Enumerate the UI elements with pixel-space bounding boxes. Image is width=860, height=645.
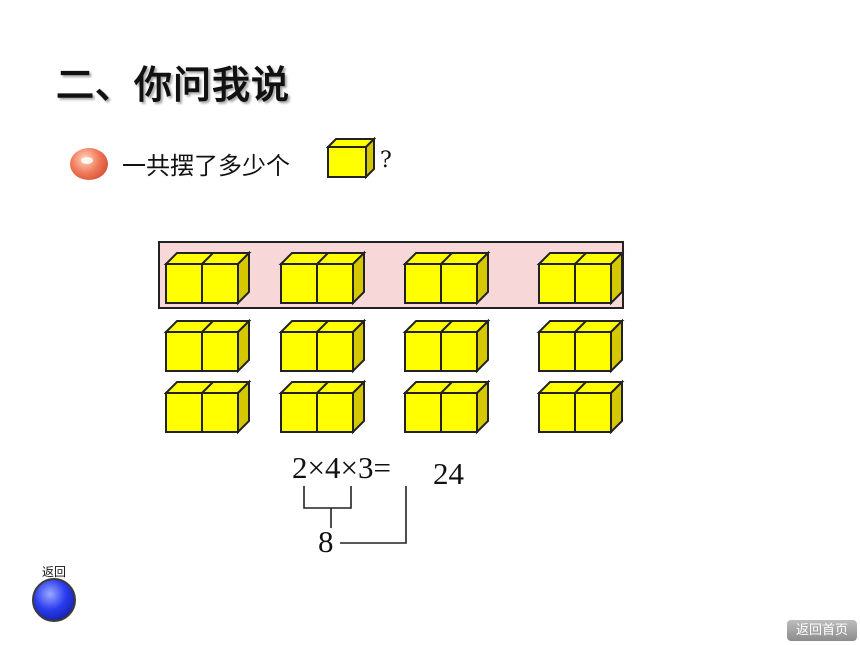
cube — [201, 263, 239, 304]
back-button[interactable] — [32, 578, 76, 622]
cube — [316, 263, 354, 304]
equation: 2×4×3= — [292, 450, 391, 485]
partial-result: 8 — [318, 524, 334, 559]
cube-group — [278, 250, 367, 306]
cube-group — [402, 250, 491, 306]
cube-group — [402, 318, 491, 374]
cube-icon — [326, 137, 376, 179]
cube — [165, 392, 203, 433]
question-text: 一共摆了多少个 — [122, 152, 290, 180]
cube-group — [536, 250, 625, 306]
cube — [538, 263, 576, 304]
cube — [280, 263, 318, 304]
cube — [440, 263, 478, 304]
cube — [440, 392, 478, 433]
cube-group — [536, 318, 625, 374]
cube — [201, 331, 239, 372]
cube-group — [536, 379, 625, 435]
cube — [574, 331, 612, 372]
cube — [316, 392, 354, 433]
cube-group — [163, 379, 252, 435]
cube — [404, 263, 442, 304]
cube — [201, 392, 239, 433]
cube — [440, 331, 478, 372]
bracket-right — [340, 486, 407, 544]
cube-group — [163, 318, 252, 374]
cube-group — [402, 379, 491, 435]
cube — [538, 392, 576, 433]
cube — [404, 392, 442, 433]
bullet-icon — [70, 148, 108, 180]
question-mark: ? — [380, 148, 392, 173]
cube — [316, 331, 354, 372]
cube — [574, 392, 612, 433]
bracket-left — [303, 486, 352, 509]
equation-result: 24 — [433, 456, 464, 491]
home-button[interactable]: 返回首页 — [787, 620, 857, 641]
cube-group — [163, 250, 252, 306]
page-title: 二、你问我说 — [56, 63, 291, 107]
cube-group — [278, 318, 367, 374]
back-label: 返回 — [42, 565, 67, 579]
cube-group — [278, 379, 367, 435]
cube — [574, 263, 612, 304]
